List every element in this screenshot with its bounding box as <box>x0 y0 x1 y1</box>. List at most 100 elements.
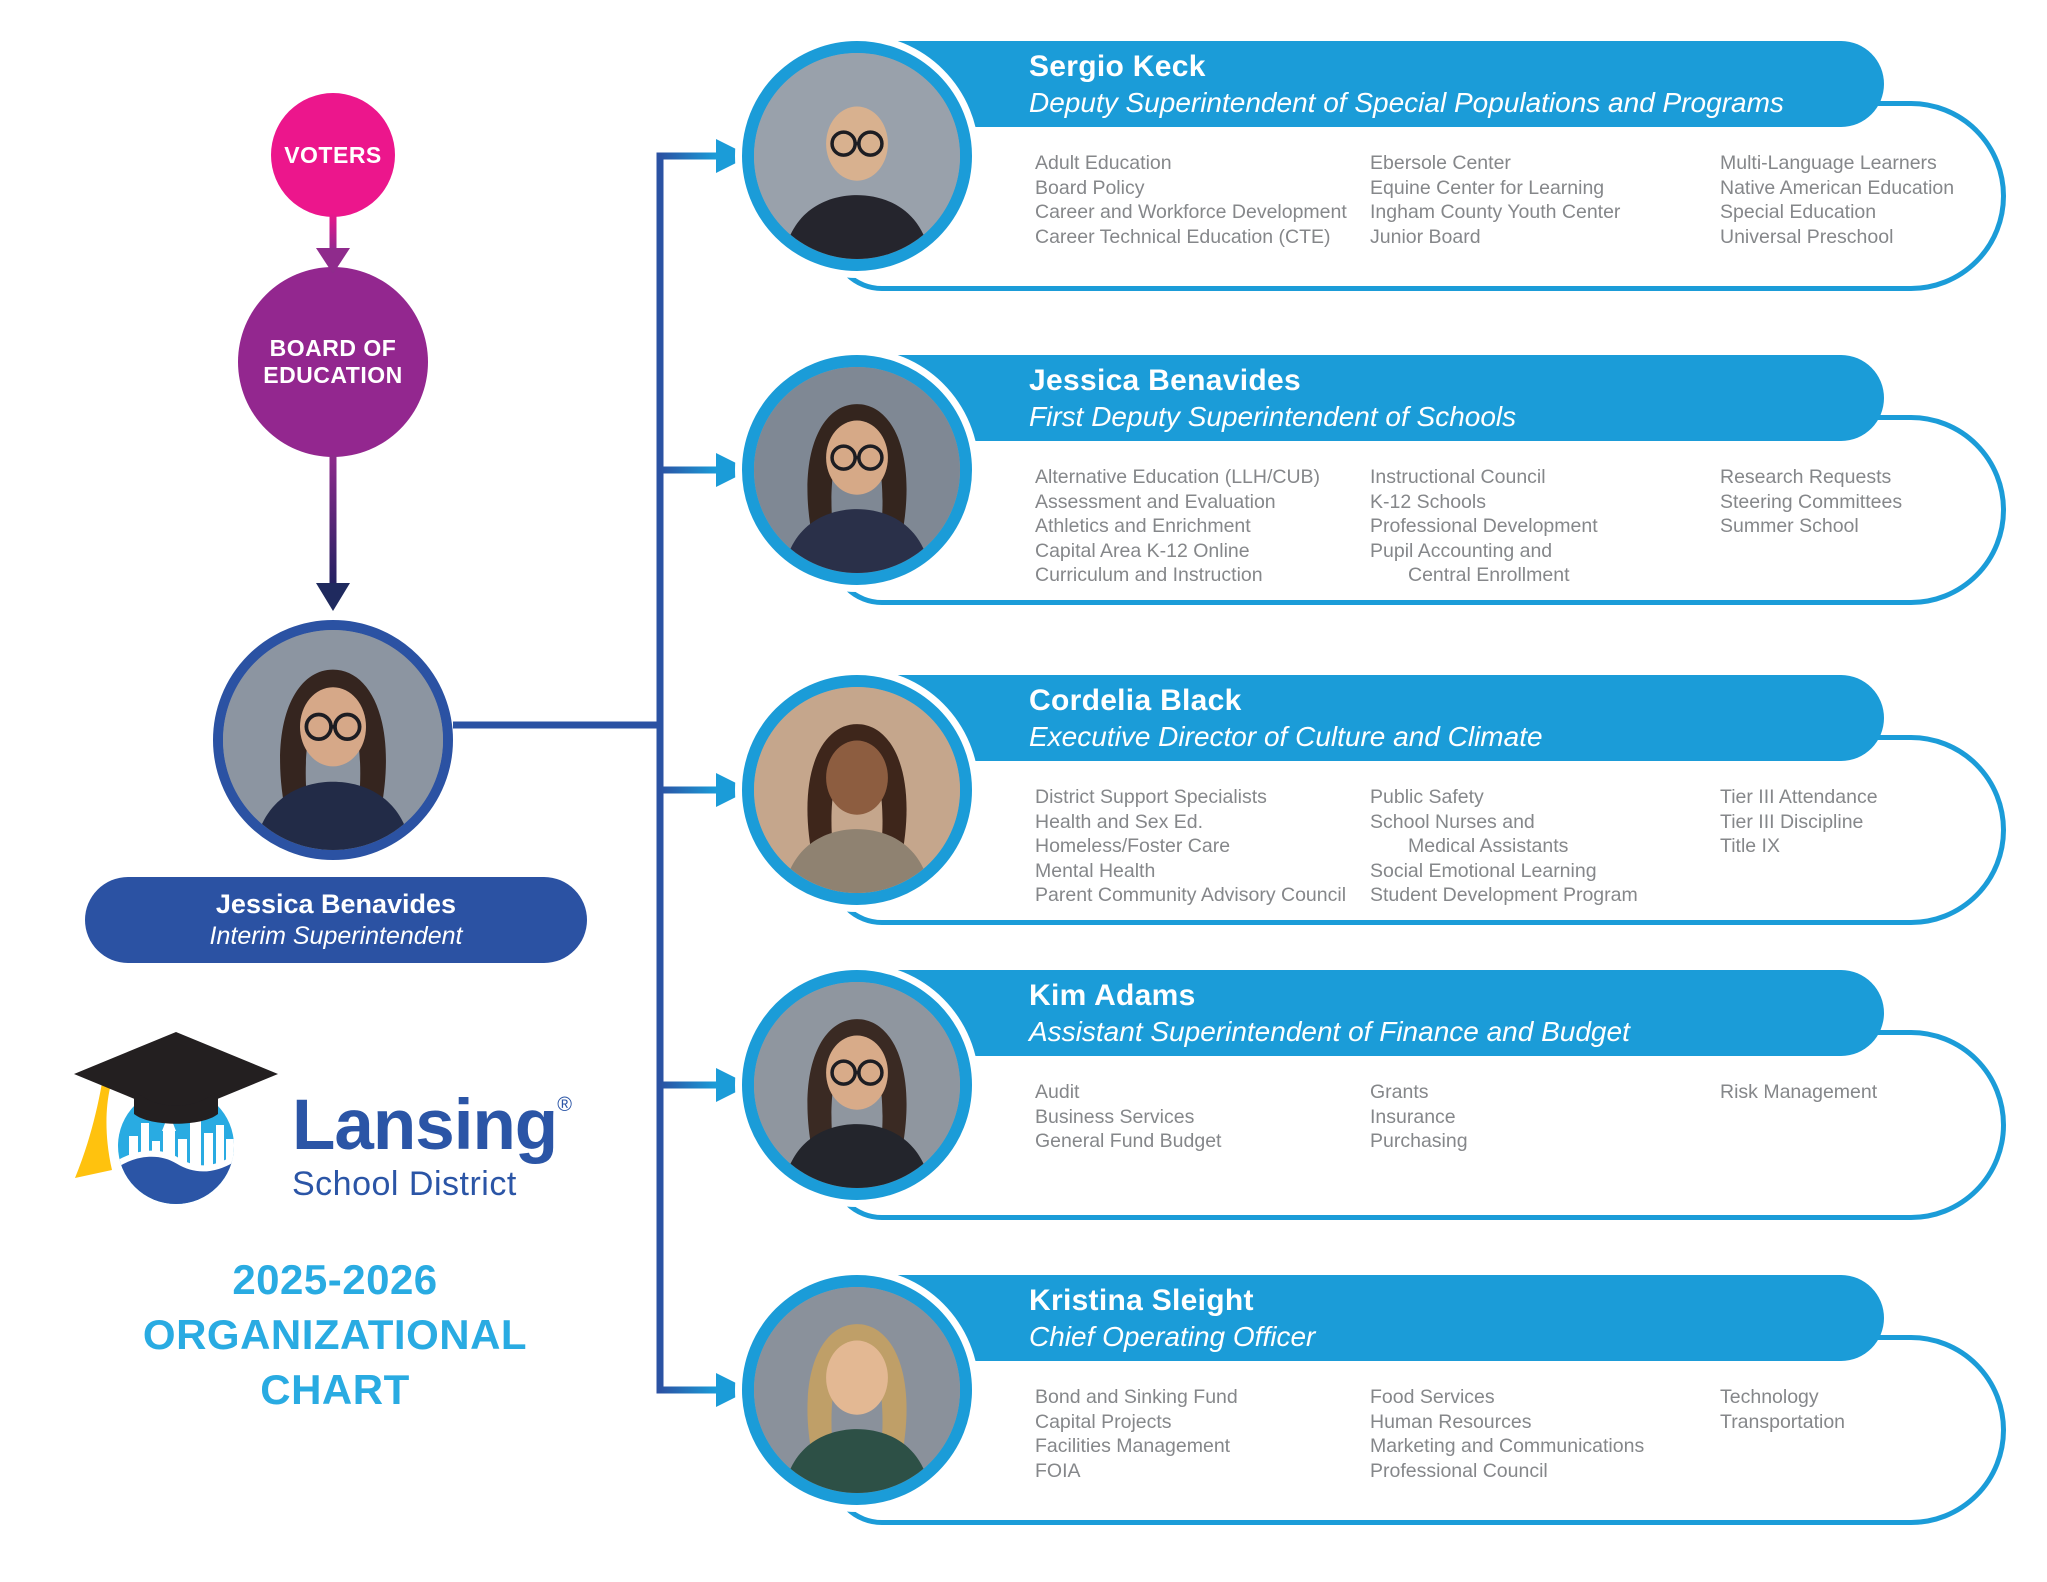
avatar <box>754 1287 960 1493</box>
responsibility-item: K-12 Schools <box>1370 490 1486 513</box>
responsibility-item: Research Requests <box>1720 466 1892 488</box>
responsibility-item: Multi-Language Learners <box>1720 152 1937 174</box>
responsibility-item: Ebersole Center <box>1370 152 1511 174</box>
responsibility-item: Risk Management <box>1720 1081 1878 1103</box>
responsibility-item: Marketing and Communications <box>1370 1435 1645 1457</box>
responsibility-item: Facilities Management <box>1035 1435 1231 1457</box>
responsibility-item: Assessment and Evaluation <box>1035 490 1276 513</box>
person-title: Deputy Superintendent of Special Populat… <box>1029 86 1784 118</box>
voters-circle: VOTERS <box>271 93 395 217</box>
responsibility-item: Social Emotional Learning <box>1370 859 1597 882</box>
responsibility-item: Tier III Attendance <box>1720 786 1878 808</box>
person-name: Kim Adams <box>1029 978 1196 1012</box>
responsibility-item: Adult Education <box>1035 152 1172 174</box>
responsibility-item: Business Services <box>1035 1105 1195 1128</box>
responsibility-item: Human Resources <box>1370 1410 1532 1433</box>
responsibility-item: Food Services <box>1370 1386 1495 1408</box>
responsibility-item: Special Education <box>1720 201 1877 223</box>
card-header: Sergio Keck Deputy Superintendent of Spe… <box>794 41 1884 127</box>
responsibility-item: Insurance <box>1370 1105 1456 1128</box>
down-arrow-icon <box>316 213 350 274</box>
card-header: Kristina Sleight Chief Operating Officer <box>794 1275 1884 1361</box>
right-arrow-icon <box>660 139 750 173</box>
right-arrow-icon <box>660 453 750 487</box>
person-title: Chief Operating Officer <box>1029 1320 1316 1352</box>
connector-line <box>453 721 663 729</box>
person-photo <box>742 1275 972 1505</box>
responsibility-item: Professional Development <box>1370 515 1598 537</box>
person-name: Jessica Benavides <box>1029 363 1301 397</box>
responsibility-item: Universal Preschool <box>1720 225 1894 248</box>
board-label: BOARD OF EDUCATION <box>263 334 403 388</box>
responsibility-item: Capital Projects <box>1035 1410 1172 1433</box>
board-of-education-circle: BOARD OF EDUCATION <box>238 267 428 457</box>
responsibility-item: Junior Board <box>1370 225 1481 248</box>
responsibility-item: Tier III Discipline <box>1720 810 1864 833</box>
responsibility-item: Audit <box>1035 1081 1080 1103</box>
responsibility-item: Equine Center for Learning <box>1370 176 1605 199</box>
person-name: Kristina Sleight <box>1029 1283 1254 1317</box>
person-photo <box>742 675 972 905</box>
responsibility-item: Summer School <box>1720 515 1859 537</box>
responsibility-item: Ingham County Youth Center <box>1370 201 1621 223</box>
cap-band-shape <box>134 1090 218 1124</box>
responsibility-columns: Alternative Education (LLH/CUB)Assessmen… <box>1035 465 1902 588</box>
avatar <box>754 53 960 259</box>
avatar <box>223 630 443 850</box>
responsibility-item: Athletics and Enrichment <box>1035 515 1251 537</box>
chart-title: 2025-2026 ORGANIZATIONAL CHART <box>70 1252 600 1417</box>
responsibility-item: Board Policy <box>1035 176 1145 199</box>
responsibility-item: District Support Specialists <box>1035 786 1267 808</box>
card-jessica-benavides: Jessica Benavides First Deputy Superinte… <box>742 355 2012 607</box>
responsibility-column: Alternative Education (LLH/CUB)Assessmen… <box>1035 465 1370 588</box>
chart-title-line: 2025-2026 <box>232 1256 438 1303</box>
chart-title-line: CHART <box>260 1366 410 1413</box>
down-arrow-icon <box>316 455 350 611</box>
person-title: Assistant Superintendent of Finance and … <box>1029 1015 1630 1047</box>
connector-trunk <box>656 152 664 1394</box>
mortarboard-shape <box>74 1032 278 1116</box>
responsibility-item: FOIA <box>1035 1459 1081 1482</box>
responsibility-item: Grants <box>1370 1081 1429 1103</box>
voters-label: VOTERS <box>284 141 382 168</box>
registered-mark: ® <box>557 1094 572 1116</box>
responsibility-item: Bond and Sinking Fund <box>1035 1386 1238 1408</box>
responsibility-item: Alternative Education (LLH/CUB) <box>1035 466 1321 488</box>
logo-wordmark: Lansing® School District <box>292 1090 572 1201</box>
responsibility-item: Mental Health <box>1035 859 1156 882</box>
person-photo <box>742 970 972 1200</box>
responsibility-item: Health and Sex Ed. <box>1035 810 1204 833</box>
responsibility-item: Steering Committees <box>1720 490 1903 513</box>
responsibility-item: Student Development Program <box>1370 884 1638 906</box>
responsibility-item: Purchasing <box>1370 1130 1468 1152</box>
card-sergio-keck: Sergio Keck Deputy Superintendent of Spe… <box>742 41 2012 293</box>
person-photo <box>742 41 972 271</box>
card-kristina-sleight: Kristina Sleight Chief Operating Officer… <box>742 1275 2012 1527</box>
person-photo <box>742 355 972 585</box>
card-kim-adams: Kim Adams Assistant Superintendent of Fi… <box>742 970 2012 1222</box>
superintendent-photo <box>213 620 453 860</box>
responsibility-item: Title IX <box>1720 835 1780 857</box>
responsibility-item: Capital Area K-12 Online <box>1035 539 1250 562</box>
person-title: First Deputy Superintendent of Schools <box>1029 400 1517 432</box>
superintendent-name-pill: Jessica Benavides Interim Superintendent <box>85 877 587 963</box>
responsibility-item: Native American Education <box>1720 176 1955 199</box>
responsibility-item: Professional Council <box>1370 1459 1548 1482</box>
responsibility-item: Parent Community Advisory Council <box>1035 884 1347 906</box>
responsibility-item: Instructional Council <box>1370 466 1546 488</box>
